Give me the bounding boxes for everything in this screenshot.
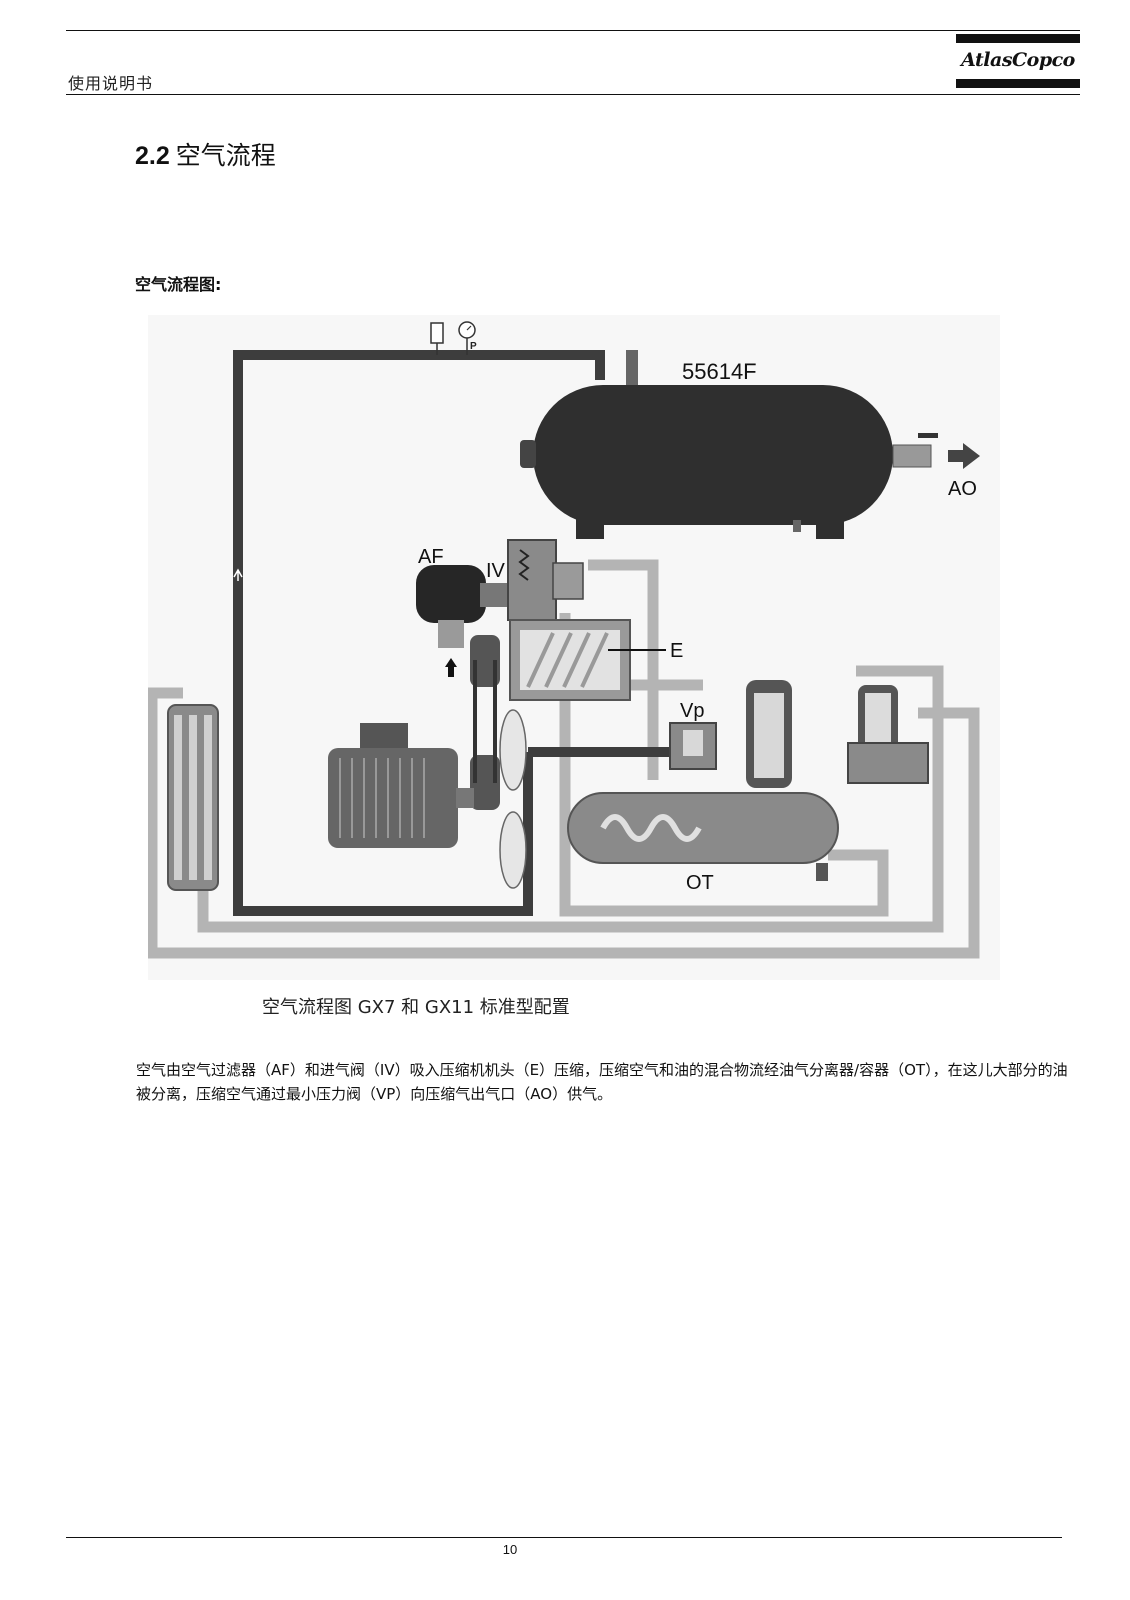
safety-valve [626, 350, 638, 390]
unloader-block [552, 562, 584, 600]
motor-shaft [456, 788, 474, 808]
e-label: E [670, 640, 683, 662]
min-pressure-valve: Vp [669, 700, 717, 770]
running-head: 使用说明书 [68, 74, 154, 93]
cooler-tube-1 [174, 715, 182, 880]
vp-spring-chamber [683, 730, 703, 756]
light-pipes [148, 559, 980, 959]
oil-injection-pipe [559, 613, 889, 917]
element-pulley [470, 635, 500, 687]
diagram-heading: 空气流程图: [135, 275, 222, 294]
oil-tank-body [567, 792, 839, 864]
cooler-tube-2 [189, 715, 197, 880]
oil-return-pipe [148, 687, 980, 959]
cooling-fan [499, 709, 527, 889]
pressure-label: P [470, 341, 477, 352]
header-top-rule [66, 30, 1080, 31]
dark-pipes [233, 350, 693, 916]
receiver-code-label: 55614F [682, 359, 757, 384]
oil-drain-plug [816, 863, 828, 881]
fan-blade-top [499, 709, 527, 791]
inlet-valve: IV [486, 539, 584, 621]
fan-blade-bottom [499, 811, 527, 889]
outlet-ball-valve [892, 444, 932, 468]
section-number: 2.2 [135, 142, 170, 170]
air-filter-housing [416, 565, 486, 623]
motor-fins [339, 758, 425, 838]
electric-motor [328, 723, 474, 848]
af-label: AF [418, 546, 444, 568]
oil-cooler-pipe [197, 665, 944, 933]
oil-separator [746, 680, 929, 788]
flow-up-arrow [233, 568, 243, 581]
outlet-arrow-icon [948, 443, 980, 469]
air-flow-diagram: P 55614F AO AF IV E [148, 315, 1000, 980]
iv-label: IV [486, 560, 506, 582]
page-number: 10 [502, 1542, 518, 1557]
vp-label: Vp [680, 700, 704, 722]
inlet-arrow-icon [445, 658, 457, 677]
gauge-needle [466, 325, 472, 331]
air-filter: AF [416, 546, 520, 648]
figure-caption: 空气流程图 GX7 和 GX11 标准型配置 [262, 997, 570, 1018]
air-receiver: 55614F AO [520, 350, 980, 539]
atlas-copco-logo: AtlasCopco [956, 34, 1082, 90]
compressor-element: E [509, 619, 683, 701]
pressure-switch [430, 322, 444, 344]
oil-cooler [167, 704, 219, 891]
motor-pulley [470, 755, 500, 810]
ot-label: OT [686, 872, 714, 894]
receiver-tank [533, 385, 893, 525]
inlet-valve-spring [518, 549, 530, 581]
logo-bottom-bar [956, 79, 1080, 88]
ao-label: AO [948, 478, 977, 500]
receiver-right-foot [816, 515, 844, 539]
receiver-inlet-boss [520, 440, 536, 468]
section-title-text: 空气流程 [175, 141, 276, 170]
rotor-lobes [526, 632, 609, 688]
inlet-valve-body [507, 539, 557, 621]
body-paragraph: 空气由空气过滤器（AF）和进气阀（IV）吸入压缩机机头（E）压缩，压缩空气和油的… [136, 1061, 1068, 1103]
air-delivery-pipe [233, 350, 605, 916]
cooler-tube-3 [204, 715, 212, 880]
separator-filter-media [754, 693, 784, 778]
drain-valve [793, 520, 801, 532]
header-bottom-rule [66, 94, 1080, 95]
oil-stop-valve [847, 742, 929, 784]
logo-text: AtlasCopco [961, 49, 1075, 71]
logo-top-bar [956, 34, 1080, 43]
control-pipe [588, 559, 659, 780]
receiver-left-foot [576, 515, 604, 539]
footer-rule [66, 1537, 1062, 1538]
belt-drive [470, 635, 500, 810]
air-filter-intake [438, 620, 464, 648]
oil-tank: OT [567, 792, 839, 894]
ball-valve-handle [918, 433, 938, 438]
oil-swirl [600, 814, 702, 842]
motor-body [328, 748, 458, 848]
oil-filter-media [865, 693, 891, 748]
